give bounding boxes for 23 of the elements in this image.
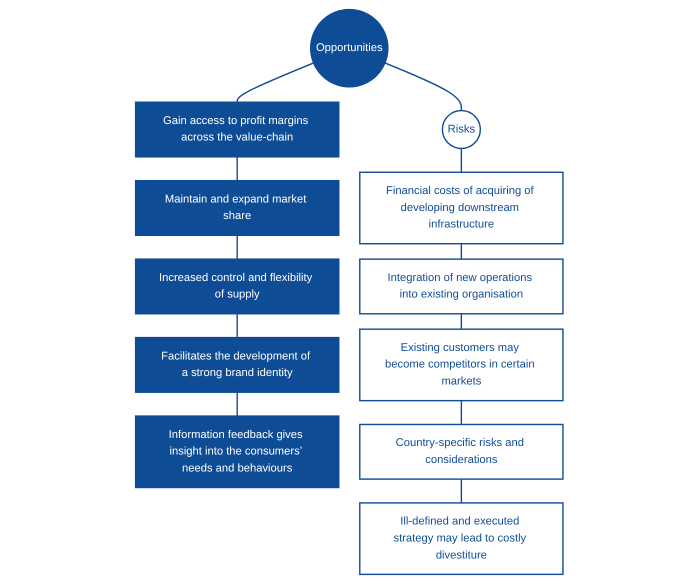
node-circle: Risks xyxy=(441,110,481,150)
node-circle: Opportunities xyxy=(310,8,388,88)
connector xyxy=(460,244,462,260)
node-box: Integration of new operations into existing organisation xyxy=(358,258,564,314)
connector xyxy=(236,156,238,181)
node-box: Financial costs of acquiring of developing downstream infrastructure xyxy=(358,172,564,244)
node-box: Gain access to profit margins across the value-chain xyxy=(134,102,340,158)
node-box: Existing customers may become competitors in certain markets xyxy=(358,328,564,402)
node-box: Ill-defined and executed strategy may lead to costly divestiture xyxy=(358,502,564,576)
node-box: Information feedback gives insight into the consumers’ needs and behaviours xyxy=(134,415,340,488)
connector xyxy=(460,479,462,503)
node-box: Increased control and flexibility of supply xyxy=(134,258,340,314)
connector xyxy=(236,314,238,338)
connector xyxy=(384,62,462,111)
node-box: Country-specific risks and considerations xyxy=(358,424,564,480)
connector xyxy=(460,400,462,424)
node-box: Facilitates the development of a strong brand identity xyxy=(134,336,340,393)
connector xyxy=(236,392,238,416)
node-box: Maintain and expand market share xyxy=(134,180,340,236)
connector xyxy=(236,62,314,102)
connector xyxy=(460,314,462,330)
connector xyxy=(460,148,462,172)
connector xyxy=(236,235,238,260)
